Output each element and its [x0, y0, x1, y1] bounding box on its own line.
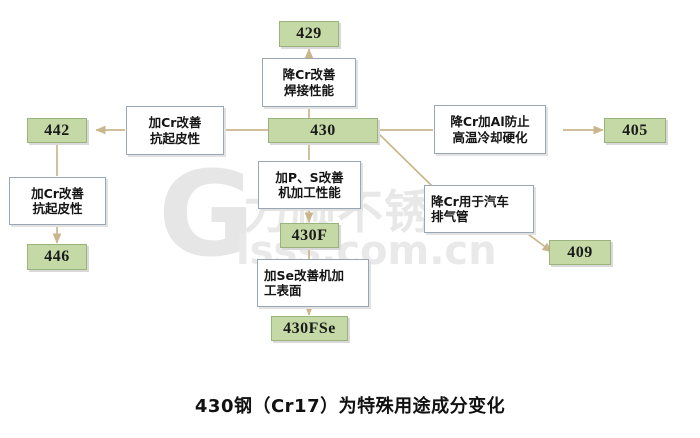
edge-label-405-line1: 降Cr加Al防止	[450, 114, 530, 130]
edge-label-442-line1: 加Cr改善	[148, 115, 202, 131]
grade-node-405[interactable]: 405	[604, 118, 666, 143]
edge-label-442-line2: 抗起皮性	[149, 130, 200, 146]
grade-node-430f[interactable]: 430F	[280, 223, 339, 248]
edge-label-446: 加Cr改善 抗起皮性	[9, 177, 106, 225]
edge-label-446-line2: 抗起皮性	[32, 201, 83, 216]
edge-label-430f-line2: 机加工性能	[278, 185, 341, 200]
edge-label-409: 降Cr用于汽车 排气管	[424, 185, 534, 233]
edge-label-442: 加Cr改善 抗起皮性	[126, 106, 224, 155]
grade-node-446[interactable]: 446	[27, 244, 87, 270]
edge-label-430f-line1: 加P、S改善	[275, 169, 344, 185]
grade-node-442[interactable]: 442	[27, 118, 87, 143]
edge-label-429-line2: 焊接性能	[283, 82, 334, 98]
diagram-caption: 430钢（Cr17）为特殊用途成分变化	[194, 396, 506, 417]
edge-label-405: 降Cr加Al防止 高温冷却硬化	[434, 105, 546, 154]
grade-node-409[interactable]: 409	[549, 240, 611, 265]
edge-label-446-line1: 加Cr改善	[31, 185, 84, 201]
edge-label-429: 降Cr改善 焊接性能	[262, 58, 356, 107]
edge-label-429-line1: 降Cr改善	[282, 67, 336, 83]
edge-label-430f: 加P、S改善 机加工性能	[258, 161, 361, 209]
edge-label-430fse-line1: 加Se改善机加	[264, 267, 344, 283]
grade-node-430fse[interactable]: 430FSe	[271, 316, 348, 341]
edge-label-409-line2: 排气管	[431, 209, 469, 224]
edge-label-430fse-line2: 工表面	[264, 283, 302, 298]
edge-label-430fse: 加Se改善机加 工表面	[257, 259, 369, 307]
edge-label-405-line2: 高温冷却硬化	[452, 129, 528, 145]
edge-label-409-line1: 降Cr用于汽车	[431, 193, 509, 209]
grade-node-430[interactable]: 430	[268, 118, 378, 143]
grade-node-429[interactable]: 429	[279, 21, 339, 47]
edge-430-to-label-409	[378, 133, 433, 187]
